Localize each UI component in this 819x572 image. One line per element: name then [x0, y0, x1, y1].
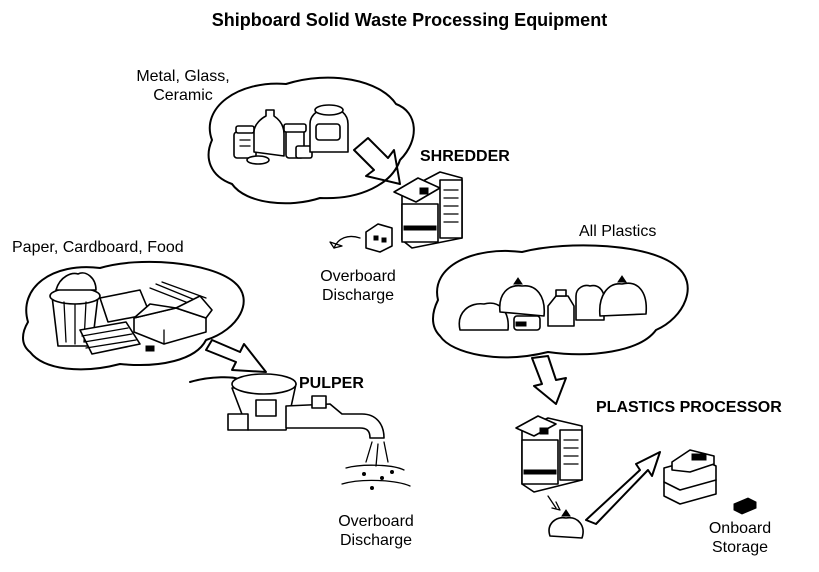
onboard-storage-label: Onboard Storage [690, 519, 790, 557]
cardboard-box-icon [133, 295, 213, 352]
metal-glass-ceramic-label: Metal, Glass, Ceramic [118, 67, 248, 105]
arrow-to-onboard-storage [585, 451, 661, 525]
discharge-spray-icon [341, 441, 411, 490]
pulper-overboard-line2: Discharge [339, 532, 413, 549]
shredder-overboard-line2: Discharge [321, 287, 395, 304]
shredder-label: SHREDDER [420, 148, 510, 165]
plastics-processor-label: PLASTICS PROCESSOR [596, 399, 782, 416]
plastic-bags-and-bottles-icon [458, 275, 647, 331]
onboard-storage-line1: Onboard [708, 520, 772, 537]
shredder-overboard-discharge-label: Overboard Discharge [300, 267, 416, 305]
all-plastics-label: All Plastics [579, 223, 657, 240]
metal-glass-ceramic-cloud [207, 76, 415, 205]
pulper-overboard-discharge-label: Overboard Discharge [318, 512, 434, 550]
metal-glass-ceramic-label-line2: Ceramic [153, 87, 213, 104]
plastics-processor-icon [515, 415, 583, 493]
shredder-icon [393, 171, 463, 249]
arrow-to-pulper [205, 339, 267, 373]
diagram-title: Shipboard Solid Waste Processing Equipme… [211, 10, 608, 30]
shredded-block-icon [329, 223, 393, 253]
jars-and-bottles-icon [233, 104, 349, 165]
onboard-storage-icon [663, 449, 757, 515]
pulper-label: PULPER [299, 375, 364, 392]
paper-cardboard-food-cloud [22, 260, 245, 371]
shredder-overboard-line1: Overboard [320, 268, 396, 285]
paper-cardboard-food-label: Paper, Cardboard, Food [12, 239, 184, 256]
all-plastics-cloud [432, 244, 689, 359]
processed-bag-icon [547, 495, 584, 539]
pulper-icon [189, 373, 385, 439]
arrow-to-plastics-processor [531, 355, 567, 405]
metal-glass-ceramic-label-line1: Metal, Glass, [136, 68, 230, 85]
onboard-storage-line2: Storage [711, 539, 769, 556]
pulper-overboard-line1: Overboard [338, 513, 414, 530]
arrow-to-shredder [353, 137, 401, 185]
